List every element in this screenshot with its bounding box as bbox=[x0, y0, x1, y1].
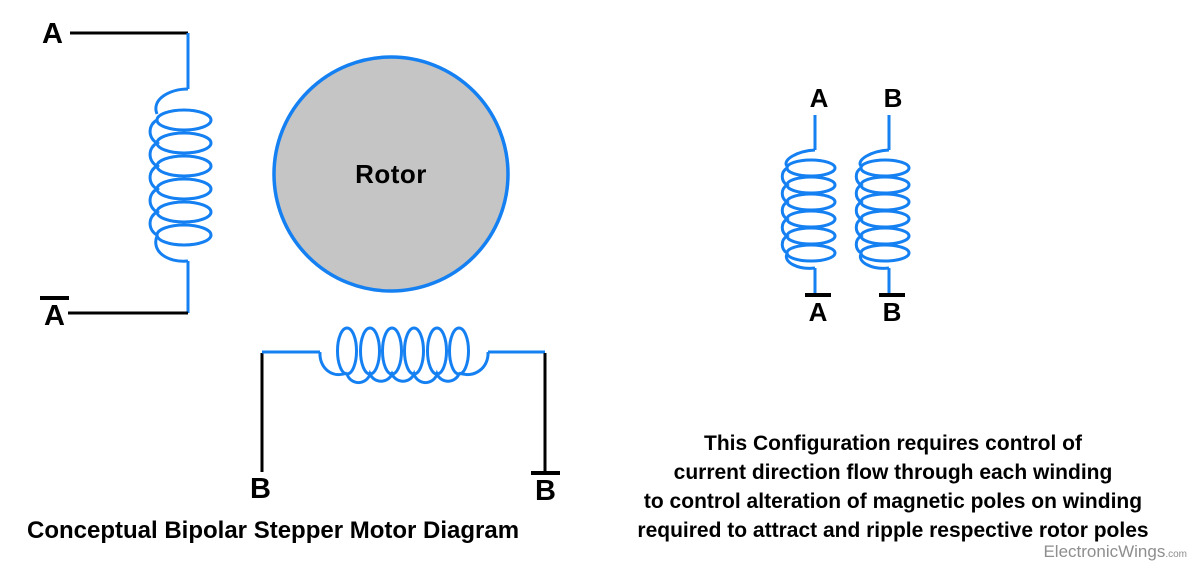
coil-loop bbox=[785, 243, 837, 263]
coil-loop bbox=[785, 175, 837, 195]
detail-coil-a-bottom-terminal-label: A bbox=[794, 293, 842, 325]
description-line: This Configuration requires control of bbox=[704, 432, 1082, 455]
coil-scallops bbox=[345, 369, 461, 384]
coil-loop bbox=[785, 192, 837, 212]
watermark-tld: .com bbox=[1165, 549, 1187, 560]
coil-loop bbox=[155, 177, 213, 201]
coil-scallops bbox=[148, 118, 161, 237]
detail-coil-b bbox=[854, 115, 911, 296]
coil-loop bbox=[155, 108, 213, 132]
configuration-description: This Configuration requires control of c… bbox=[590, 429, 1196, 545]
coil-loop bbox=[859, 243, 911, 263]
coil-connector bbox=[154, 235, 189, 263]
coil-loop bbox=[785, 226, 837, 246]
winding-a-bottom-terminal-label: A bbox=[40, 296, 69, 331]
b-bar-overline-label: B bbox=[531, 471, 560, 506]
coil-loop bbox=[381, 326, 403, 376]
diagram-title: Conceptual Bipolar Stepper Motor Diagram bbox=[27, 517, 520, 544]
b-bar-overline-label: B bbox=[878, 293, 906, 325]
coil-loop bbox=[785, 209, 837, 229]
winding-b-coil bbox=[260, 326, 547, 472]
coil-loop bbox=[448, 326, 470, 376]
coil-loop bbox=[155, 131, 213, 155]
coil-scallops bbox=[780, 166, 790, 255]
rotor-label: Rotor bbox=[355, 159, 427, 189]
winding-a-top-terminal-label: A bbox=[42, 18, 63, 50]
coil-loop bbox=[155, 154, 213, 178]
description-line: required to attract and ripple respectiv… bbox=[637, 519, 1149, 542]
coil-loop bbox=[155, 200, 213, 224]
detail-coil-a-top-terminal-label: A bbox=[809, 83, 829, 113]
coil-loop bbox=[785, 158, 837, 178]
winding-b-right-terminal-label: B bbox=[531, 471, 560, 506]
winding-b-left-terminal-label: B bbox=[250, 473, 271, 505]
rotor-circle bbox=[272, 55, 510, 293]
coil-loop bbox=[359, 326, 381, 376]
description-line: to control alteration of magnetic poles … bbox=[643, 490, 1143, 513]
a-bar-overline-label: A bbox=[40, 296, 69, 331]
watermark: ElectronicWings.com bbox=[1043, 543, 1187, 560]
coil-loop bbox=[859, 209, 911, 229]
detail-coil-b-top-terminal-label: B bbox=[883, 83, 903, 113]
coil-connector bbox=[858, 148, 890, 167]
winding-a-coil bbox=[68, 31, 213, 315]
coil-connector bbox=[458, 351, 490, 376]
coil-connector bbox=[784, 148, 816, 167]
description-line: current direction flow through each wind… bbox=[673, 461, 1113, 484]
coil-loop bbox=[859, 192, 911, 212]
coil-connector bbox=[154, 87, 189, 115]
coil-connector bbox=[858, 253, 890, 270]
coil-loop bbox=[336, 326, 358, 376]
coil-scallops bbox=[854, 166, 864, 255]
coil-loop bbox=[403, 326, 425, 376]
detail-coil-a bbox=[780, 115, 837, 296]
a-bar-overline-label: A bbox=[804, 293, 832, 325]
detail-coil-b-bottom-terminal-label: B bbox=[868, 293, 916, 325]
watermark-brand: ElectronicWings bbox=[1043, 542, 1166, 561]
coil-loop bbox=[859, 158, 911, 178]
coil-loop bbox=[155, 223, 213, 247]
coil-loop bbox=[426, 326, 448, 376]
coil-loop bbox=[859, 226, 911, 246]
coil-connector bbox=[784, 253, 816, 270]
coil-loop bbox=[859, 175, 911, 195]
